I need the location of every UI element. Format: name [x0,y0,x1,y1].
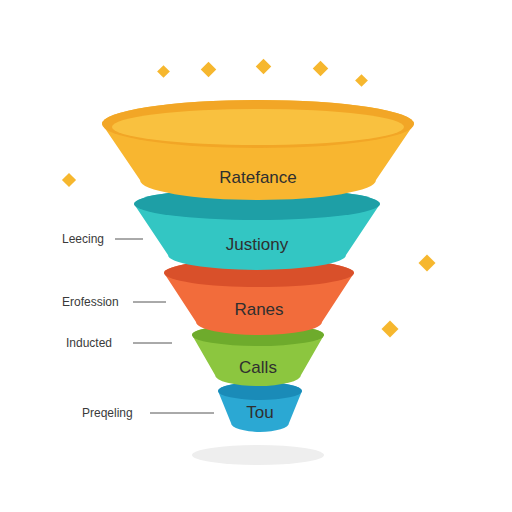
band-label: Tou [218,403,302,423]
band-rim [218,382,302,400]
band-body [192,324,324,386]
band-rim [134,188,380,220]
band-label: Justiony [134,235,380,255]
side-label: Leecing [62,232,104,246]
funnel-band: Ratefance [102,100,414,200]
sparkles [62,59,436,338]
band-shape [164,259,354,335]
band-shape [134,188,380,270]
band-label: Ratefance [102,168,414,188]
side-label: Inducted [66,336,112,350]
band-body [134,188,380,270]
band-label: Ranes [164,300,354,320]
funnel-band: Tou [218,382,302,432]
side-label: Erofession [62,295,119,309]
band-label: Calls [192,358,324,378]
side-label: Preqeling [82,406,133,420]
band-rim [164,259,354,287]
band-rim [192,324,324,346]
band-body [102,100,414,200]
band-body [218,382,302,432]
shadow [192,445,324,465]
funnel-band: Ranes [164,259,354,335]
band-rim [102,100,414,148]
band-body [164,259,354,335]
funnel-band: Justiony [134,188,380,270]
band-top-face [112,109,404,145]
